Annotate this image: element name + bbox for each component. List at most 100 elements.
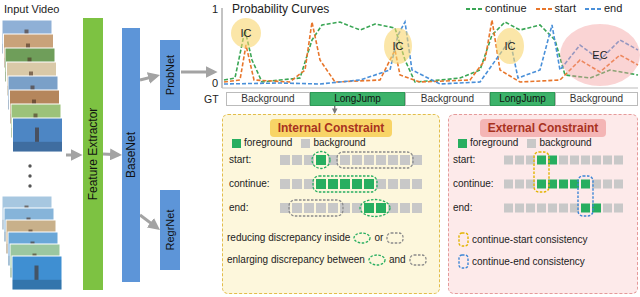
text-label: Probability Curves (232, 2, 329, 16)
background-cell (280, 155, 290, 165)
connector (140, 215, 157, 228)
group-sample (368, 254, 386, 266)
row-group: enlarging discrepancy betweenand (227, 254, 427, 266)
background-group-sample (387, 233, 403, 243)
row-group: foreground background (458, 137, 598, 149)
legend-text: continue (485, 2, 527, 15)
text-label: end: (453, 202, 472, 214)
background-cell (400, 155, 410, 165)
gt-segment: Background (405, 92, 490, 106)
background-cell (570, 156, 579, 165)
background-cell (292, 203, 302, 213)
background-cell (316, 203, 326, 213)
row-group: continue-start consistency (458, 232, 588, 247)
foreground-cell (376, 203, 386, 213)
foreground-cell (581, 204, 590, 213)
ec-highlight: EC (560, 24, 640, 86)
background-cell (581, 156, 590, 165)
row-group: reducing discrepancy inside or (227, 232, 404, 244)
frame-ground (13, 280, 62, 290)
background-cell (292, 155, 302, 165)
background-cell (504, 180, 513, 189)
background-cell (340, 155, 350, 165)
foreground-cell (537, 180, 546, 189)
regrnet-bar: RegrNet (160, 190, 180, 270)
frame-figure (35, 128, 39, 142)
background-cell (559, 204, 568, 213)
legend-line (466, 8, 482, 10)
legend-line-sample (536, 6, 552, 12)
background-cell (364, 155, 374, 165)
background-cell (304, 203, 314, 213)
legend-text: foreground (470, 137, 518, 149)
foreground-cell (364, 179, 374, 189)
legend-line (585, 8, 601, 10)
node-label: IC (241, 27, 252, 40)
background-cell (400, 203, 410, 213)
legend-text: foreground (244, 137, 292, 149)
background-cell (603, 204, 612, 213)
background-cell (352, 155, 362, 165)
ellipsis-dot (28, 184, 31, 187)
foreground-cell (364, 203, 374, 213)
prob-arrow (181, 71, 214, 74)
node-label: Feature Extractor (86, 108, 100, 201)
text-label: start: (453, 154, 475, 166)
background-cell (412, 179, 422, 189)
foreground-cell (316, 179, 326, 189)
legend-swatch (458, 139, 467, 148)
background-cell (328, 203, 338, 213)
foreground-cell (537, 156, 546, 165)
background-cell (376, 155, 386, 165)
text-label: enlarging discrepancy between (227, 254, 365, 266)
node-label: IC (393, 40, 404, 53)
background-cell (614, 156, 623, 165)
text-label: continue-start consistency (472, 234, 588, 246)
frame-ground (13, 142, 62, 152)
text-label: reducing discrepancy inside (227, 232, 350, 244)
text-label: continue-end consistency (472, 256, 585, 268)
foreground-cell (559, 180, 568, 189)
row-group: continue-end consistency (458, 254, 585, 269)
foreground-group-sample (369, 255, 385, 265)
background-cell (526, 204, 535, 213)
legend-line-sample (585, 6, 601, 12)
foreground-group (313, 176, 377, 192)
video-arrow (66, 154, 79, 157)
group-sample (353, 232, 371, 244)
panel-title: Internal Constraint (270, 119, 393, 137)
foreground-cell (352, 179, 362, 189)
continue-end-sample (459, 255, 468, 268)
legend-swatch (232, 139, 241, 148)
node-label: LongJump (334, 93, 381, 105)
connector (140, 76, 157, 80)
background-cell (376, 179, 386, 189)
background-cell (504, 156, 513, 165)
node-label: RegrNet (164, 210, 177, 251)
background-cell (592, 156, 601, 165)
row-group: continuestartend (466, 2, 628, 15)
background-group (289, 200, 343, 216)
node-label: EC (592, 49, 607, 62)
legend-line-sample (466, 6, 482, 12)
continue-start-group (534, 152, 549, 192)
ic-highlight: IC (384, 28, 412, 64)
legend-text: background (313, 137, 365, 149)
row-group: foreground background (232, 137, 372, 149)
node-label: LongJump (499, 93, 546, 105)
foreground-group (360, 200, 390, 217)
text-label: 1 (212, 3, 218, 16)
legend-text: end (604, 2, 622, 15)
background-cell (412, 155, 422, 165)
text-label: 0 (212, 77, 218, 90)
video-frame (12, 256, 62, 290)
background-cell (292, 179, 302, 189)
connector (334, 106, 335, 112)
ellipsis-dot (28, 164, 31, 167)
panel-title: External Constraint (480, 119, 607, 137)
text-label: or (374, 232, 383, 244)
text-label: end: (229, 202, 248, 214)
background-cell (515, 156, 524, 165)
node-label: IC (505, 40, 516, 53)
legend-text: background (539, 137, 591, 149)
